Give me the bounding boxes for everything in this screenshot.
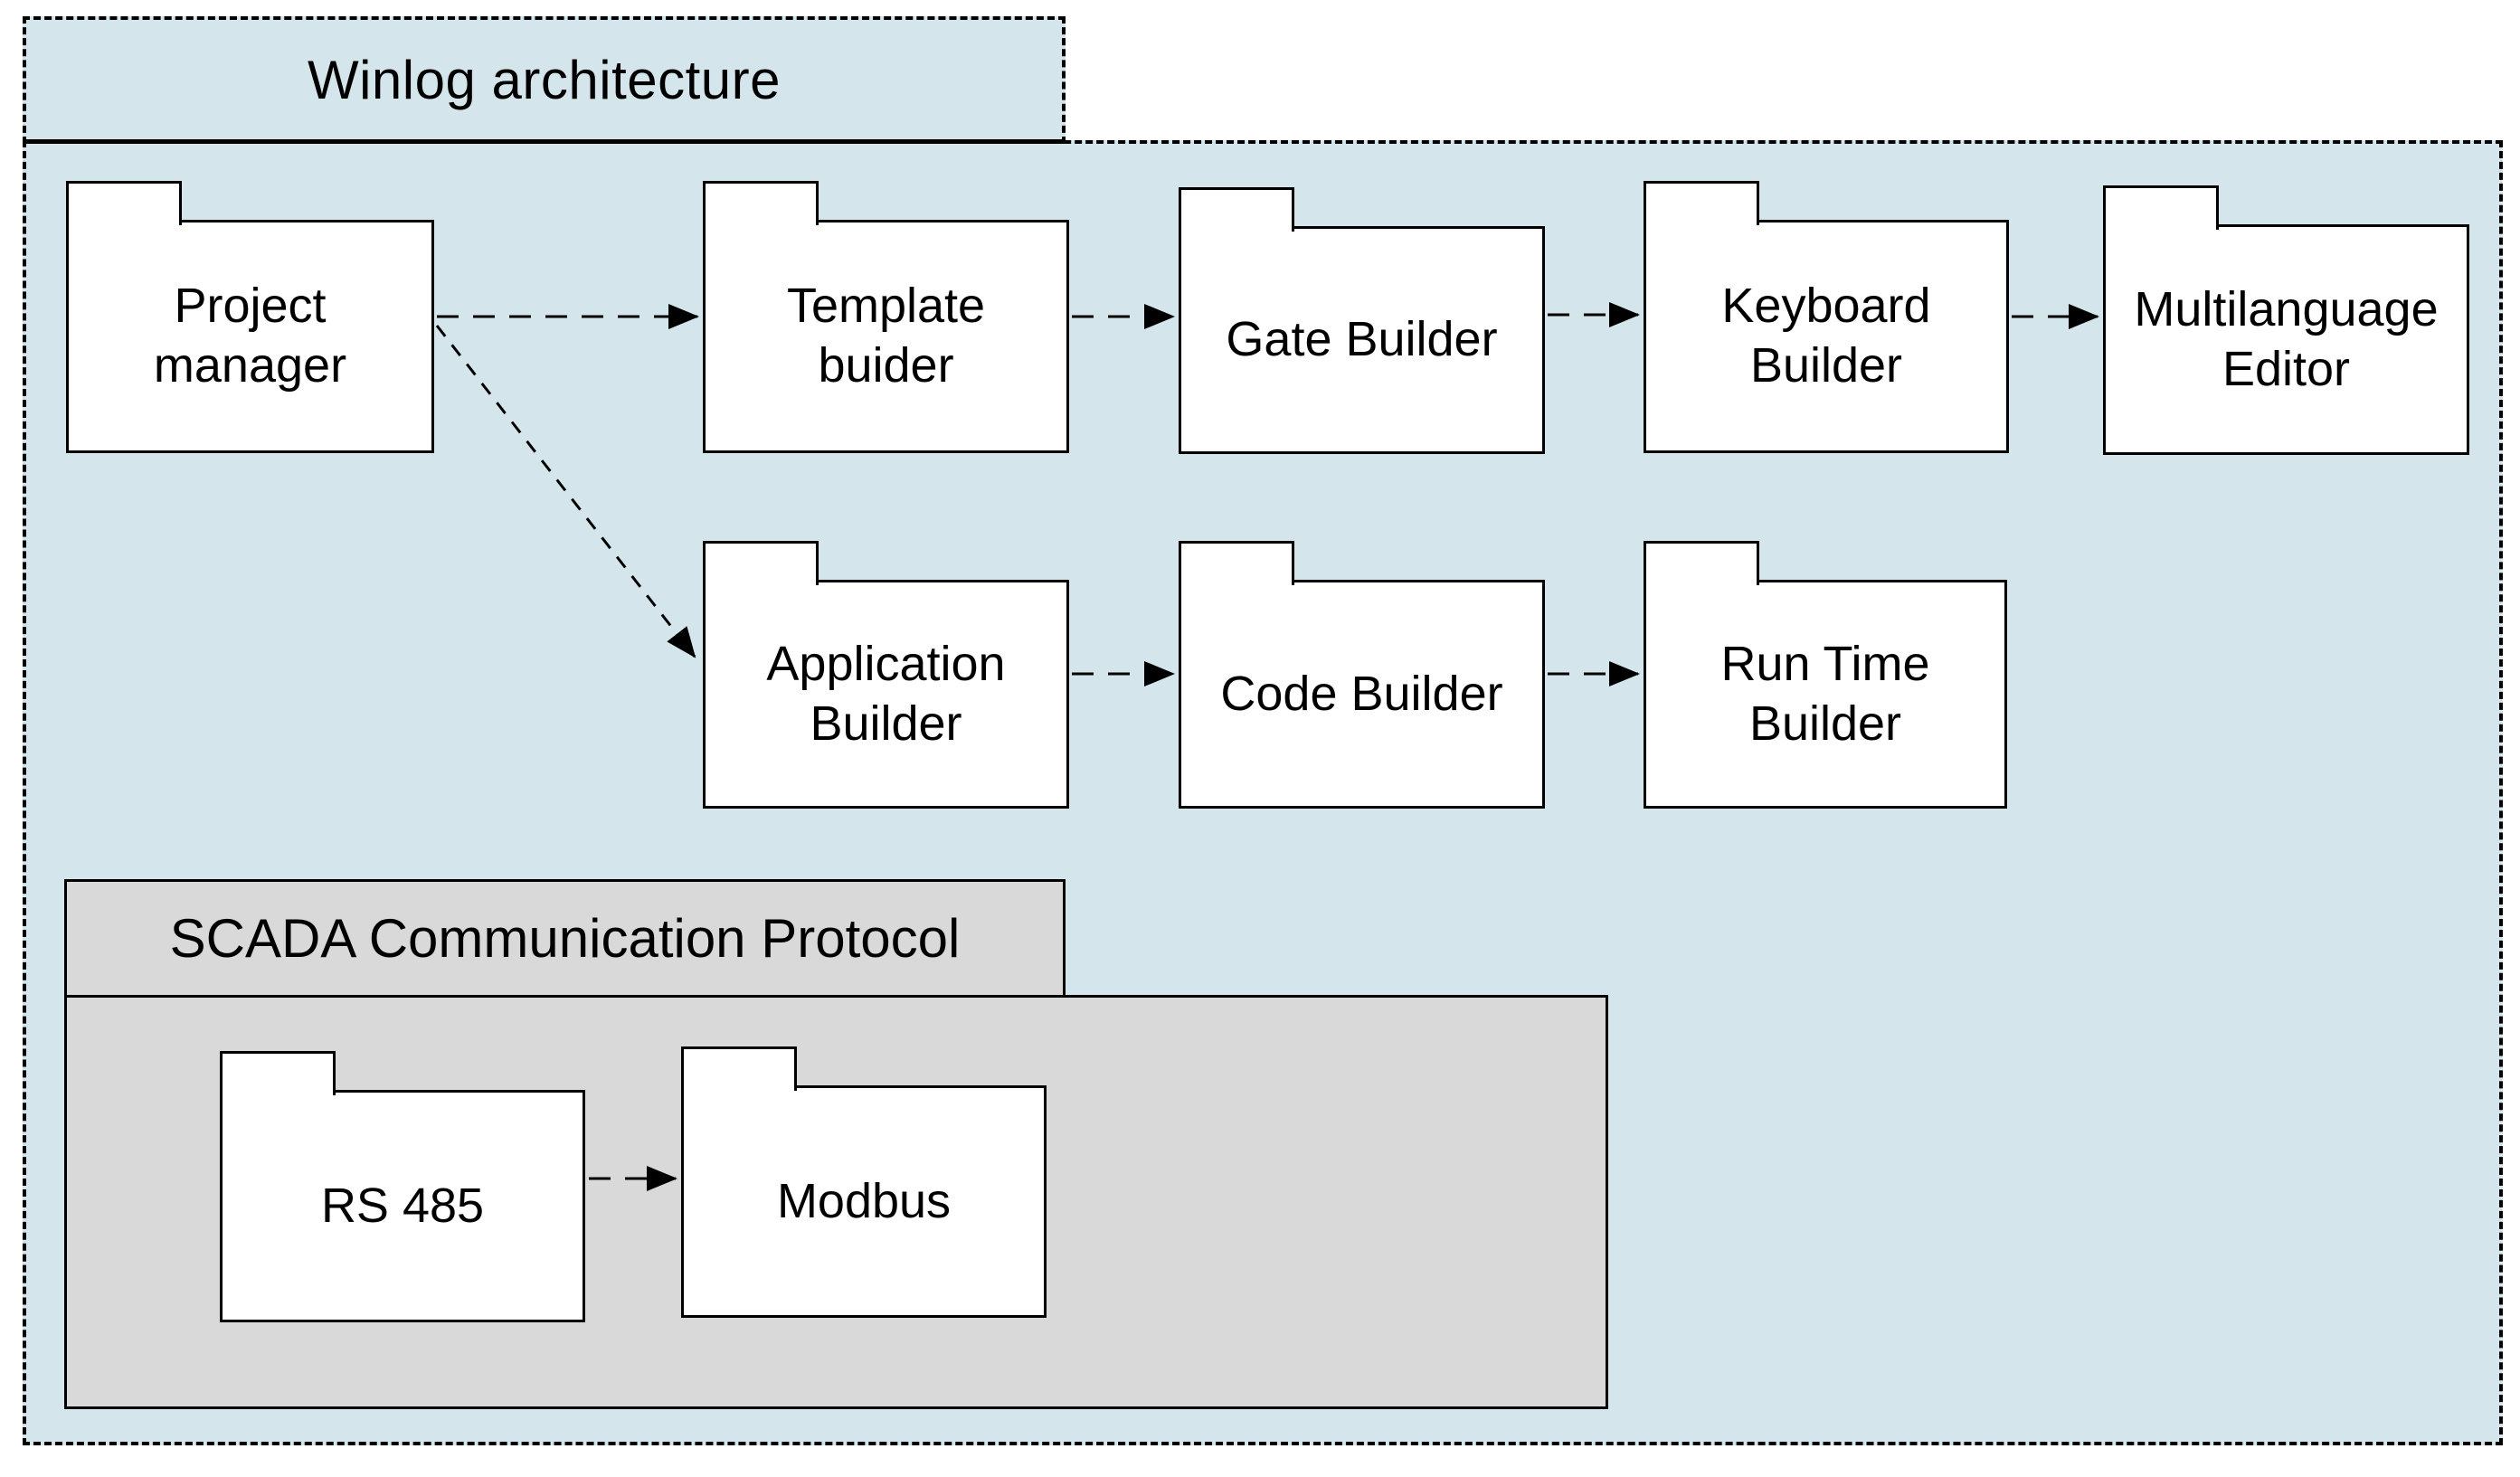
- package-label: Code Builder: [1220, 666, 1503, 721]
- package-keyboard-builder: Keyboard Builder: [1644, 181, 2009, 453]
- package-tab: [703, 541, 819, 585]
- package-label: Project manager: [153, 279, 347, 393]
- package-tab: [66, 181, 182, 225]
- package-multilanguage-editor: Multilanguage Editor: [2103, 185, 2469, 455]
- package-run-time-builder: Run Time Builder: [1644, 541, 2007, 809]
- package-label: Application Builder: [766, 636, 1006, 751]
- package-project-manager: Project manager: [66, 181, 434, 453]
- package-tab: [1179, 541, 1294, 585]
- package-label: Modbus: [776, 1173, 952, 1228]
- package-tab: [1179, 187, 1294, 232]
- package-label: RS 485: [320, 1178, 485, 1233]
- package-template-builder: Template buider: [703, 181, 1069, 453]
- winlog-frame-title-tab: Winlog architecture: [23, 16, 1066, 144]
- package-label: Run Time Builder: [1720, 636, 1930, 751]
- package-tab: [1644, 181, 1759, 225]
- package-tab: [2103, 185, 2219, 230]
- package-label: Template buider: [786, 279, 986, 393]
- package-modbus: Modbus: [681, 1046, 1047, 1318]
- package-gate-builder: Gate Builder: [1179, 187, 1545, 454]
- package-tab: [703, 181, 819, 225]
- package-rs-485: RS 485: [220, 1051, 585, 1322]
- package-label: Gate Builder: [1226, 312, 1498, 367]
- package-tab: [681, 1046, 797, 1091]
- package-application-builder: Application Builder: [703, 541, 1069, 809]
- frame-title: Winlog architecture: [307, 49, 782, 110]
- package-label: Keyboard Builder: [1721, 279, 1931, 393]
- scada-group-title: SCADA Communication Protocol: [169, 908, 961, 969]
- package-tab: [220, 1051, 336, 1095]
- package-tab: [1644, 541, 1759, 585]
- scada-group-header: SCADA Communication Protocol: [64, 879, 1066, 998]
- package-label: Multilanguage Editor: [2134, 281, 2439, 396]
- package-code-builder: Code Builder: [1179, 541, 1545, 809]
